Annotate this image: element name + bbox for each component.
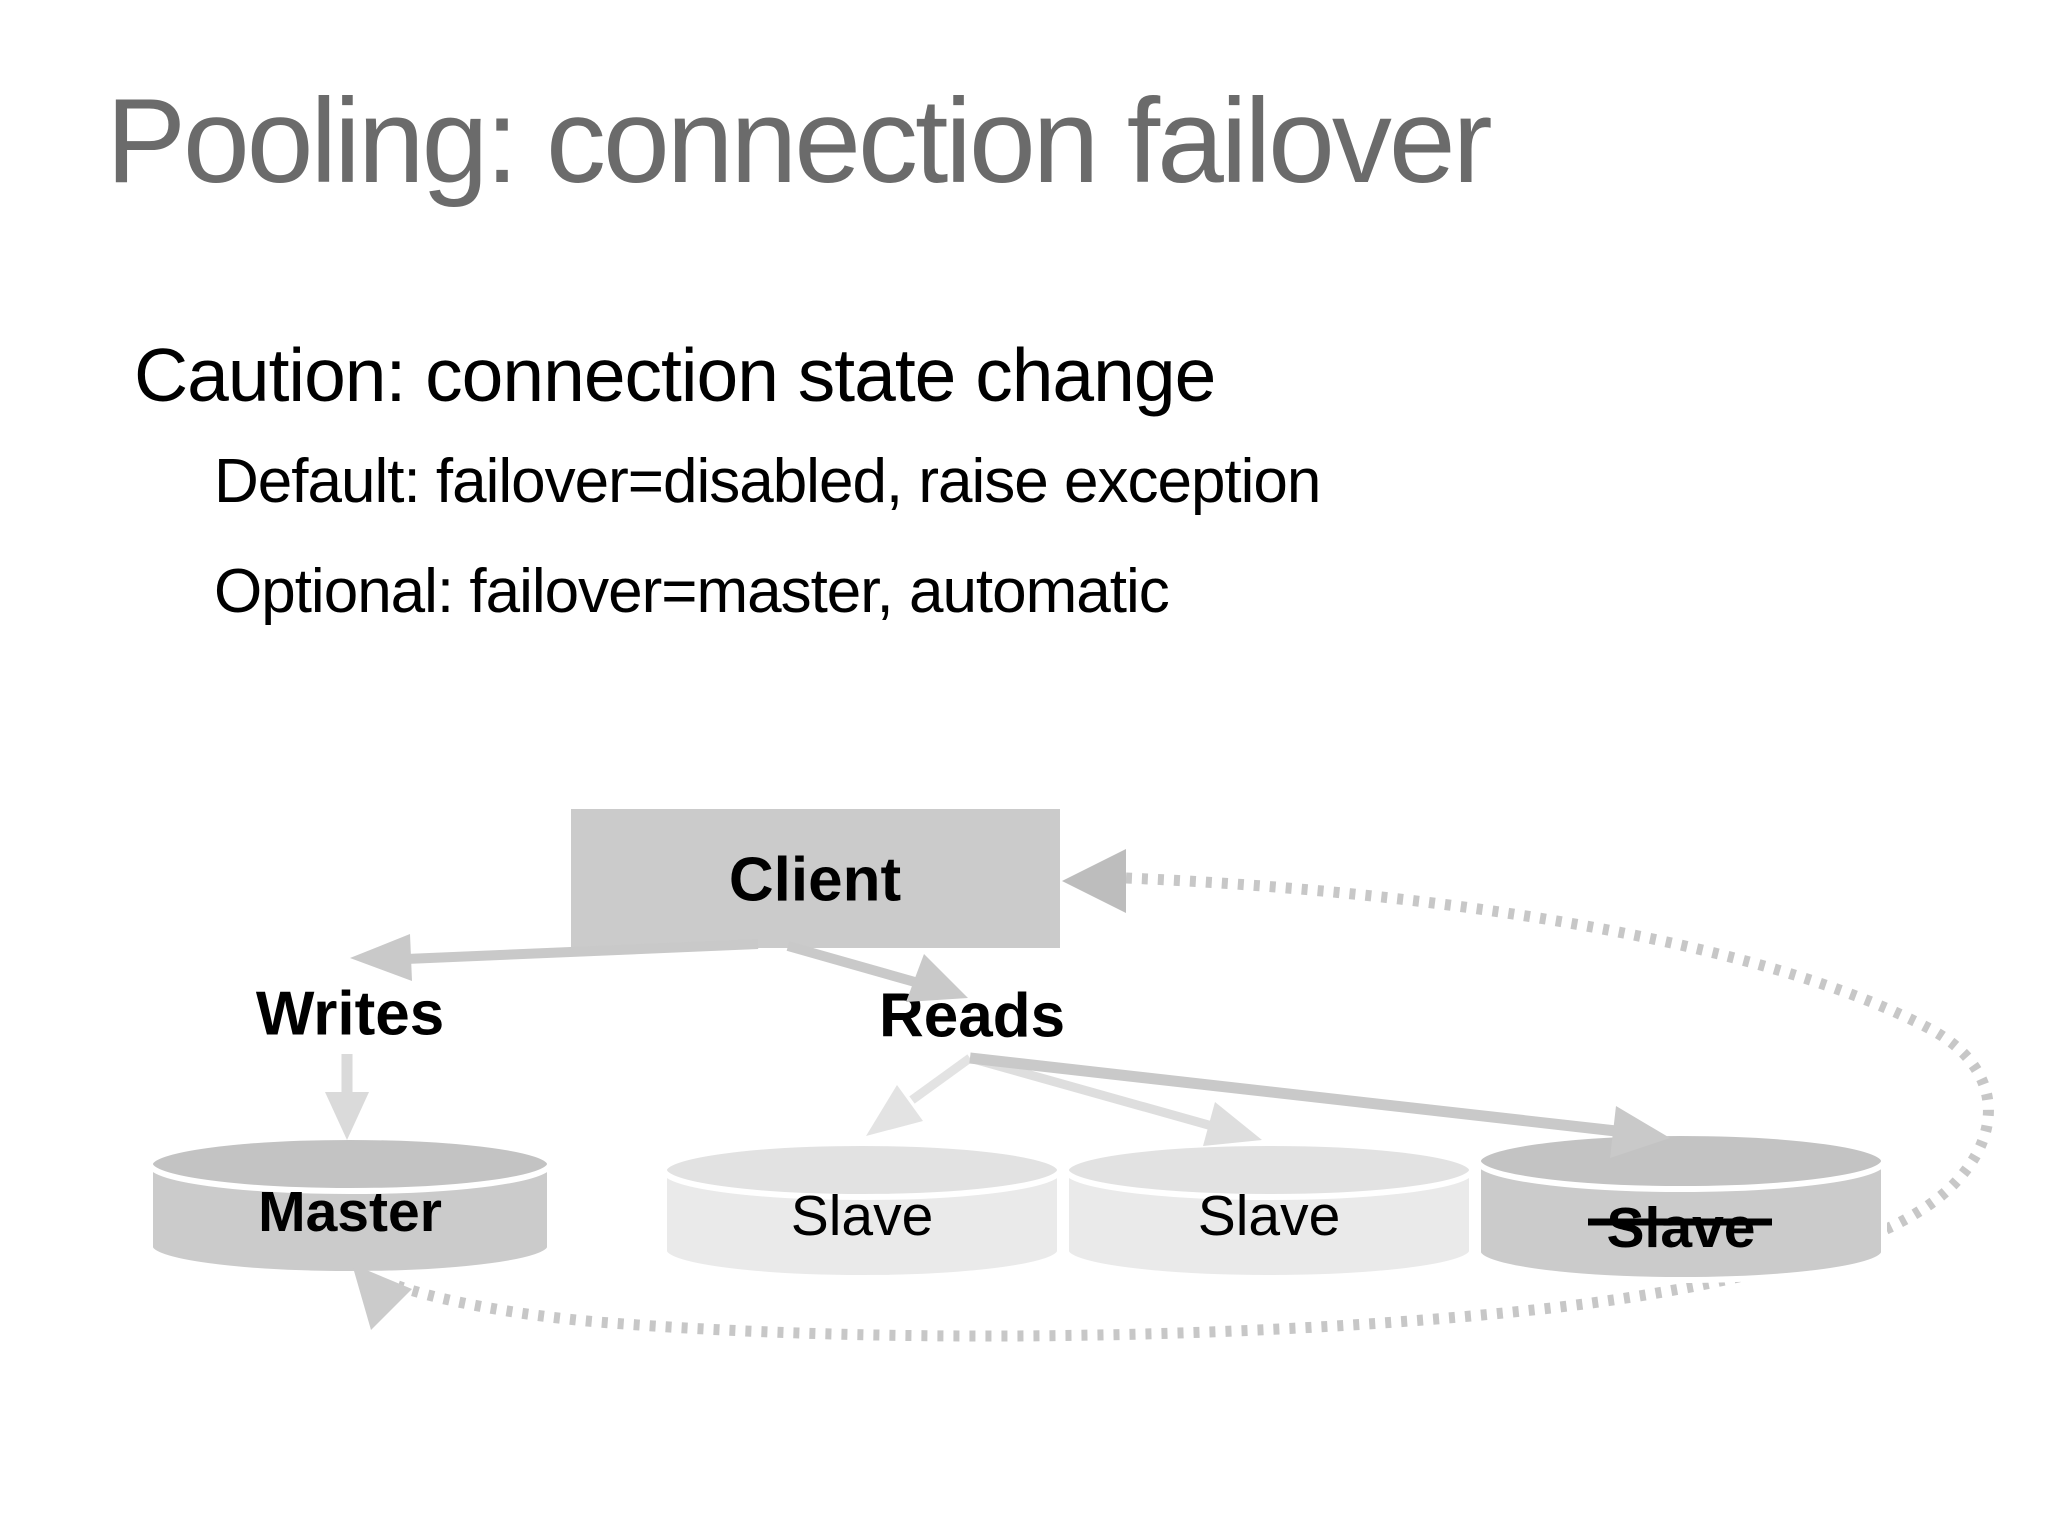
master-cylinder: Master <box>147 1134 553 1277</box>
slave3-failed-cylinder: Slave <box>1475 1130 1887 1283</box>
bullet-optional-failover: Optional: failover=master, automatic <box>214 557 1170 626</box>
master-label: Master <box>258 1180 442 1244</box>
slave2-label: Slave <box>1198 1184 1341 1248</box>
reads-to-slave3-arrow <box>969 1052 1670 1158</box>
reads-to-slave3-line <box>969 1052 1617 1137</box>
writes-to-master-arrow <box>325 1054 369 1140</box>
client-box <box>571 809 1060 948</box>
reads-label: Reads <box>879 982 1065 1051</box>
slave2-cylinder: Slave <box>1063 1140 1475 1281</box>
failover-to-client-arrowhead <box>1062 849 1126 913</box>
reads-to-slave2-line <box>968 1053 1214 1131</box>
client-to-writes-arrow <box>350 934 759 981</box>
master-cylinder-top <box>147 1134 553 1194</box>
slave1-cylinder: Slave <box>661 1140 1063 1281</box>
client-to-writes-line <box>405 939 759 964</box>
failover-to-master-arrowhead <box>352 1264 412 1330</box>
client-to-reads-line <box>786 941 924 989</box>
client-to-reads-arrowhead <box>906 954 968 1002</box>
bullet-default-failover: Default: failover=disabled, raise except… <box>214 447 1321 516</box>
slave1-label: Slave <box>791 1184 934 1248</box>
bullet-caution: Caution: connection state change <box>134 333 1216 417</box>
slave2-cylinder-body <box>1063 1167 1475 1281</box>
reads-to-slave1-arrowhead <box>866 1085 923 1136</box>
slave3-cylinder-top <box>1475 1130 1887 1192</box>
slave1-cylinder-top <box>661 1140 1063 1200</box>
reads-to-slave1-arrow <box>866 1054 973 1136</box>
reads-to-slave2-arrow <box>968 1053 1262 1146</box>
client-label: Client <box>729 846 901 915</box>
client-to-writes-arrowhead <box>350 934 412 981</box>
slave2-cylinder-top <box>1063 1140 1475 1200</box>
client-to-reads-arrow <box>786 941 968 1002</box>
slide-title: Pooling: connection failover <box>106 74 1493 208</box>
slave3-label: Slave <box>1607 1196 1756 1260</box>
reads-to-slave3-arrowhead <box>1610 1106 1670 1158</box>
slave1-cylinder-body <box>661 1167 1063 1281</box>
writes-label: Writes <box>256 980 444 1049</box>
writes-to-master-arrowhead <box>325 1092 369 1140</box>
reads-to-slave2-arrowhead <box>1203 1102 1262 1146</box>
reads-to-slave1-line <box>909 1054 973 1104</box>
